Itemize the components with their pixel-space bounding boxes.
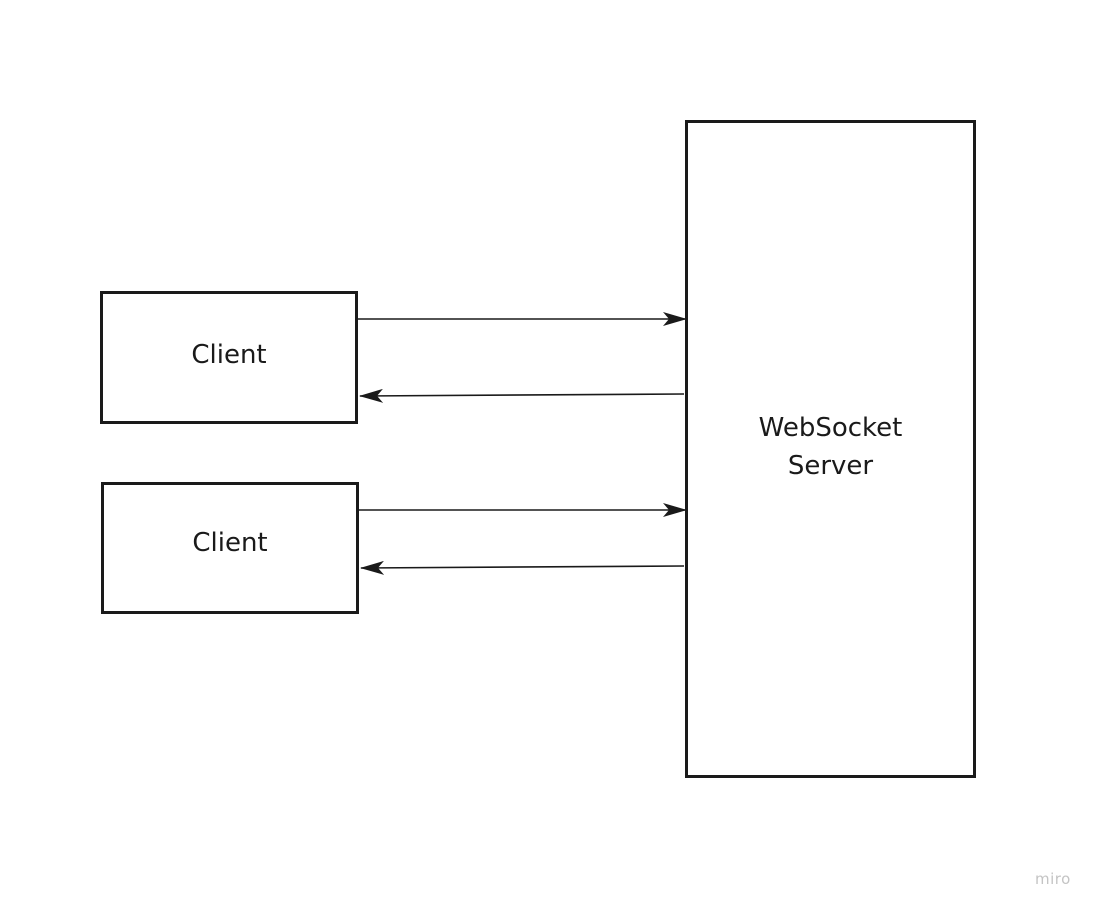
arrow-server-to-client1 bbox=[359, 388, 685, 403]
miro-watermark: miro bbox=[1035, 870, 1071, 888]
client-label: Client bbox=[192, 528, 268, 558]
server-label: WebSocket Server bbox=[758, 413, 903, 481]
client-node-2: Client bbox=[101, 482, 359, 614]
client-node-1: Client bbox=[100, 291, 358, 424]
websocket-server-node: WebSocket Server bbox=[685, 120, 976, 778]
client-label: Client bbox=[191, 339, 267, 370]
arrow-server-to-client2 bbox=[360, 560, 685, 575]
